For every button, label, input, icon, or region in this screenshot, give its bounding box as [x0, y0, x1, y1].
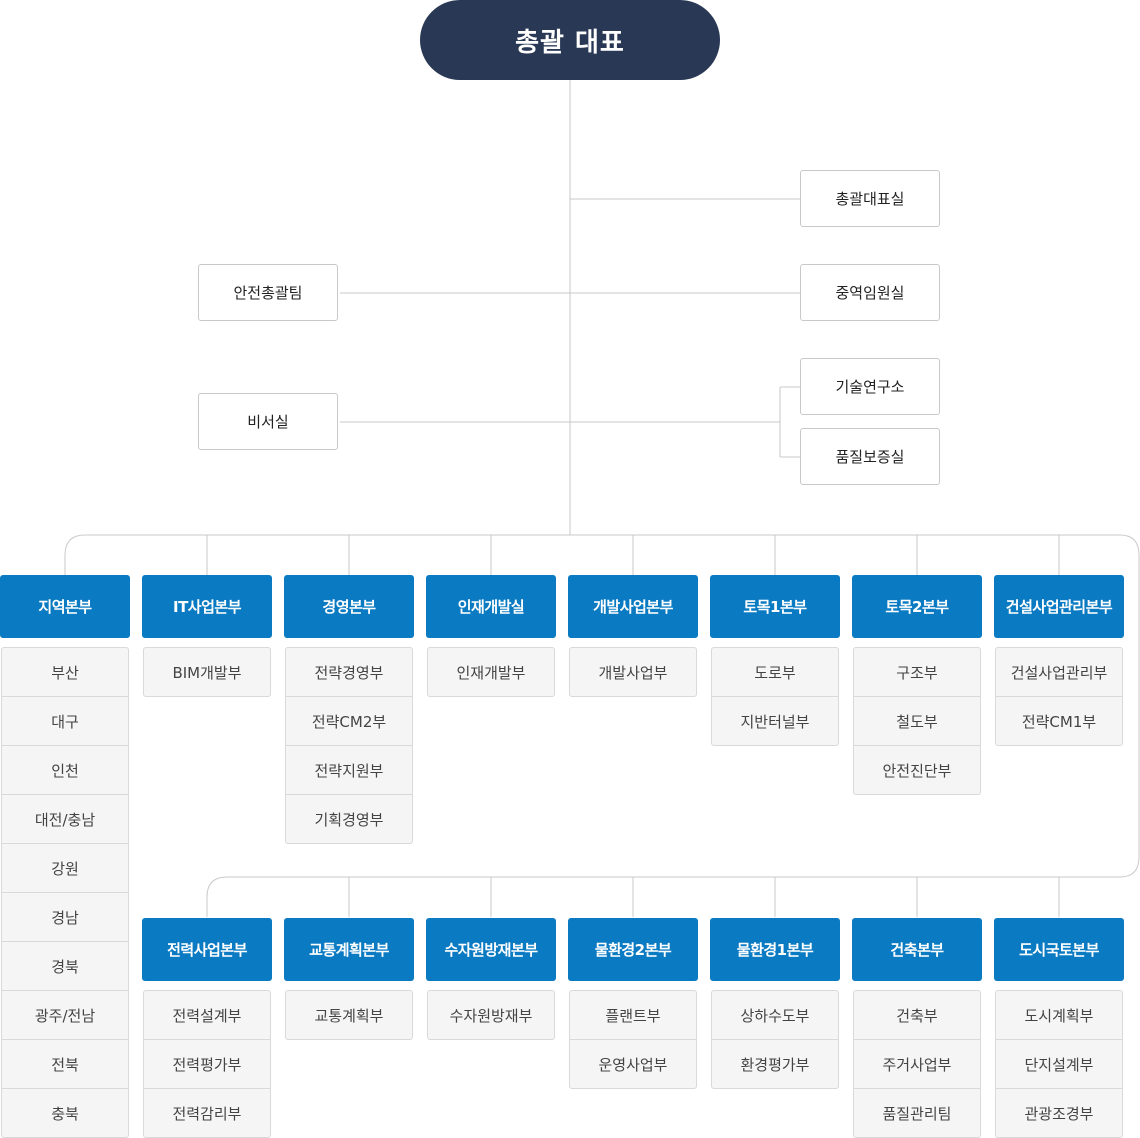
department-list: 개발사업부: [569, 647, 697, 697]
division-header: 물환경2본부: [568, 918, 698, 981]
department-item: 전북: [1, 1039, 129, 1089]
division-header: 물환경1본부: [710, 918, 840, 981]
department-list: 교통계획부: [285, 990, 413, 1040]
office-safety-team: 안전총괄팀: [198, 264, 338, 321]
office-tech-institute: 기술연구소: [800, 358, 940, 415]
department-item: 전략CM1부: [995, 696, 1123, 746]
department-item: 대전/충남: [1, 794, 129, 844]
office-executive: 중역임원실: [800, 264, 940, 321]
division-header: 개발사업본부: [568, 575, 698, 638]
department-item: 운영사업부: [569, 1039, 697, 1089]
department-list: 인재개발부: [427, 647, 555, 697]
division-header: 인재개발실: [426, 575, 556, 638]
department-item: 철도부: [853, 696, 981, 746]
division-header: 지역본부: [0, 575, 130, 638]
division-header: 경영본부: [284, 575, 414, 638]
row2-drops: [348, 877, 1060, 917]
division-header: 건설사업관리본부: [994, 575, 1124, 638]
department-item: 개발사업부: [569, 647, 697, 697]
department-item: 인천: [1, 745, 129, 795]
division-header: 수자원방재본부: [426, 918, 556, 981]
office-secretary: 비서실: [198, 393, 338, 450]
department-item: 지반터널부: [711, 696, 839, 746]
department-item: 플랜트부: [569, 990, 697, 1040]
department-item: 상하수도부: [711, 990, 839, 1040]
office-quality: 품질보증실: [800, 428, 940, 485]
department-item: 관광조경부: [995, 1088, 1123, 1138]
department-list: 수자원방재부: [427, 990, 555, 1040]
department-item: 전력감리부: [143, 1088, 271, 1138]
department-item: 환경평가부: [711, 1039, 839, 1089]
division-header: 도시국토본부: [994, 918, 1124, 981]
department-item: 교통계획부: [285, 990, 413, 1040]
department-item: 전략지원부: [285, 745, 413, 795]
row1-drops: [206, 535, 1060, 575]
department-item: 부산: [1, 647, 129, 697]
office-chief: 총괄대표실: [800, 170, 940, 227]
department-item: 광주/전남: [1, 990, 129, 1040]
department-item: 경북: [1, 941, 129, 991]
department-list: BIM개발부: [143, 647, 271, 697]
department-item: 구조부: [853, 647, 981, 697]
branch-lab-quality: [779, 386, 800, 458]
department-item: 단지설계부: [995, 1039, 1123, 1089]
department-item: 전략CM2부: [285, 696, 413, 746]
department-item: 품질관리팀: [853, 1088, 981, 1138]
department-item: 주거사업부: [853, 1039, 981, 1089]
ceo-box: 총괄 대표: [420, 0, 720, 80]
department-item: 인재개발부: [427, 647, 555, 697]
department-item: 대구: [1, 696, 129, 746]
department-item: 전력설계부: [143, 990, 271, 1040]
division-header: 교통계획본부: [284, 918, 414, 981]
department-item: 전력평가부: [143, 1039, 271, 1089]
department-item: 안전진단부: [853, 745, 981, 795]
row1-bus: [64, 534, 1140, 917]
department-item: 강원: [1, 843, 129, 893]
department-item: BIM개발부: [143, 647, 271, 697]
division-header: 건축본부: [852, 918, 982, 981]
department-item: 경남: [1, 892, 129, 942]
division-header: 토목2본부: [852, 575, 982, 638]
department-item: 건설사업관리부: [995, 647, 1123, 697]
division-header: 토목1본부: [710, 575, 840, 638]
department-item: 충북: [1, 1088, 129, 1138]
department-item: 수자원방재부: [427, 990, 555, 1040]
department-item: 건축부: [853, 990, 981, 1040]
division-header: IT사업본부: [142, 575, 272, 638]
department-item: 기획경영부: [285, 794, 413, 844]
division-header: 전력사업본부: [142, 918, 272, 981]
department-item: 도로부: [711, 647, 839, 697]
department-item: 전략경영부: [285, 647, 413, 697]
division-column: IT사업본부 BIM개발부: [142, 575, 272, 697]
department-item: 도시계획부: [995, 990, 1123, 1040]
